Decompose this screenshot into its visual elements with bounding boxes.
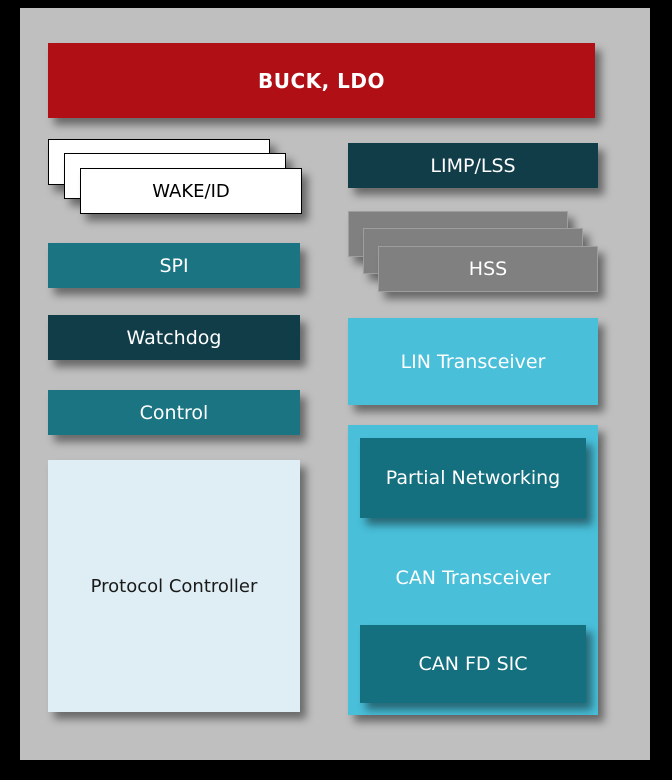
block-lin-transceiver: LIN Transceiver [348,318,598,405]
block-limp-lss: LIMP/LSS [348,143,598,188]
block-can-container: Partial Networking CAN Transceiver CAN F… [348,425,598,715]
block-buck-ldo: BUCK, LDO [48,43,595,118]
block-wake-id: WAKE/ID [80,168,302,214]
block-partial-networking: Partial Networking [360,438,586,518]
block-spi: SPI [48,243,300,288]
block-can-transceiver-label: CAN Transceiver [395,567,551,589]
block-control: Control [48,390,300,435]
block-protocol-controller: Protocol Controller [48,460,300,712]
block-can-fd-sic: CAN FD SIC [360,625,586,703]
block-watchdog: Watchdog [48,315,300,360]
block-hss: HSS [378,246,598,292]
